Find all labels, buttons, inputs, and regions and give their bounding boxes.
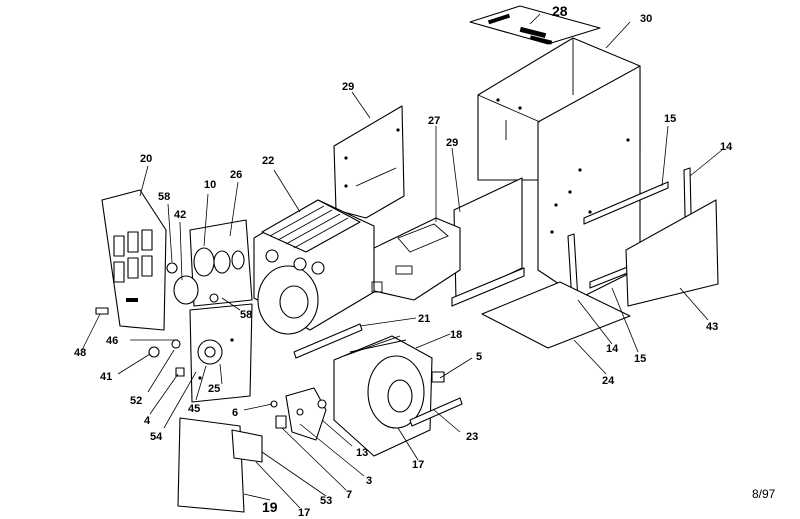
- heat-exchanger-22: [253, 199, 383, 335]
- callout-21: 21: [418, 313, 430, 325]
- callout-46: 46: [106, 335, 118, 347]
- leader-lines: [81, 13, 723, 509]
- burner-plate-25: [189, 303, 253, 403]
- callout-7: 7: [346, 489, 352, 501]
- callout-3: 3: [366, 475, 372, 487]
- divider-panel-29b: [451, 177, 525, 307]
- callout-45: 45: [188, 403, 200, 415]
- side-panel-43: [625, 199, 719, 307]
- callout-54: 54: [150, 431, 163, 443]
- callout-19: 19: [262, 499, 278, 515]
- callout-22: 22: [262, 155, 274, 167]
- callout-18: 18: [450, 329, 462, 341]
- callout-53: 53: [320, 495, 332, 507]
- callout-5: 5: [476, 351, 482, 363]
- blower-18: [333, 335, 445, 457]
- base-pan-24: [481, 281, 631, 349]
- callout-14: 14: [606, 343, 619, 355]
- callout-15: 15: [634, 353, 646, 365]
- callout-10: 10: [204, 179, 216, 191]
- callout-20: 20: [140, 153, 152, 165]
- small-parts-41-52-4: [95, 307, 185, 377]
- top-panel-28: [469, 5, 601, 45]
- callout-labels: 28 30 29 27 29 15 14 20 22 58 10 26 42 5…: [74, 3, 776, 519]
- strip-21: [293, 323, 363, 359]
- callout-43: 43: [706, 321, 718, 333]
- callout-6: 6: [232, 407, 238, 419]
- inducer-assembly-10-42: [166, 219, 253, 307]
- callout-4: 4: [144, 415, 151, 427]
- callout-52: 52: [130, 395, 142, 407]
- callout-27: 27: [428, 115, 440, 127]
- bracket-13: [270, 387, 327, 441]
- date-code: 8/97: [752, 487, 776, 501]
- callout-58: 58: [240, 309, 252, 321]
- callout-17: 17: [298, 507, 310, 519]
- callout-30: 30: [640, 13, 652, 25]
- callout-14: 14: [720, 141, 733, 153]
- callout-41: 41: [100, 371, 112, 383]
- callout-24: 24: [602, 375, 615, 387]
- cabinet-30: [477, 37, 641, 299]
- callout-17: 17: [412, 459, 424, 471]
- callout-48: 48: [74, 347, 86, 359]
- access-panel-19: [177, 417, 263, 513]
- callout-29: 29: [342, 81, 354, 93]
- callout-58: 58: [158, 191, 170, 203]
- panel-29a: [333, 105, 405, 219]
- callout-23: 23: [466, 431, 478, 443]
- base-plate-27: [369, 217, 461, 301]
- callout-29: 29: [446, 137, 458, 149]
- callout-28: 28: [552, 3, 568, 19]
- callout-15: 15: [664, 113, 676, 125]
- callout-13: 13: [356, 447, 368, 459]
- callout-26: 26: [230, 169, 242, 181]
- callout-42: 42: [174, 209, 186, 221]
- door-panel-20: [101, 189, 167, 331]
- callout-25: 25: [208, 383, 220, 395]
